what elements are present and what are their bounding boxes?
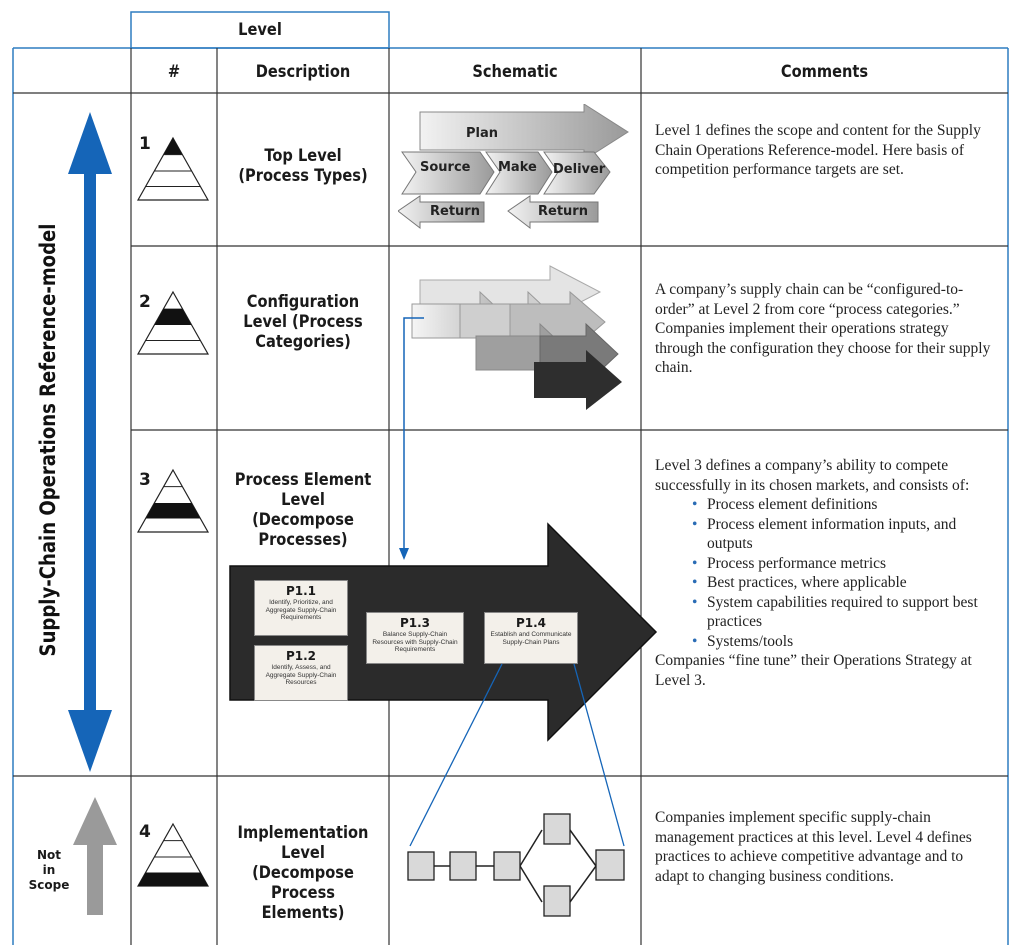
bullet-item: Process element definitions (655, 495, 995, 515)
row-4-number: 4 (139, 822, 151, 842)
row-3-description-line: (Decompose (252, 510, 354, 530)
not-in-scope-arrow (73, 797, 117, 915)
implementation-flow-diagram (407, 663, 625, 917)
row-4-comment: Companies implement specific supply-chai… (655, 809, 972, 885)
row-3-number: 3 (139, 470, 151, 490)
row-3-comment-outro: Companies “fine tune” their Operations S… (655, 652, 972, 689)
schematic-column-header: Schematic (472, 62, 558, 82)
scor-side-label: Supply-Chain Operations Reference-model (36, 223, 60, 657)
row-2-description-line: Configuration (246, 292, 360, 312)
row-4-description-line: Level (281, 843, 325, 863)
process-element-text: Identify, Assess, and Aggregate Supply-C… (265, 664, 337, 686)
row-4-description-line: Process (271, 883, 335, 903)
row-1-comment: Level 1 defines the scope and content fo… (655, 122, 981, 178)
process-element-id: P1.1 (285, 584, 317, 598)
row-2-description: Configuration Level (Process Categories) (229, 292, 377, 352)
process-element-p1-1: P1.1 Identify, Prioritize, and Aggregate… (254, 580, 348, 636)
pyramid-level-3-icon (136, 468, 210, 533)
pyramid-level-4-icon (136, 822, 210, 887)
row-3-description: Process Element Level (Decompose Process… (229, 470, 377, 550)
row-2-number: 2 (139, 292, 151, 312)
bullet-item: Process element information inputs, and … (655, 515, 995, 554)
process-element-p1-4: P1.4 Establish and Communicate Supply-Ch… (484, 612, 578, 664)
return-label-left: Return (430, 204, 480, 219)
process-element-id: P1.3 (399, 616, 431, 630)
bullet-item: Best practices, where applicable (655, 573, 995, 593)
level-2-configuration-arrows (411, 265, 622, 410)
process-element-text: Identify, Prioritize, and Aggregate Supp… (265, 599, 337, 621)
row-3-comment: Level 3 defines a company’s ability to c… (655, 456, 995, 690)
process-element-id: P1.4 (515, 616, 547, 630)
row-1-number: 1 (139, 134, 151, 154)
bullet-item: System capabilities required to support … (655, 593, 995, 632)
row-3-bullet-list: Process element definitions Process elem… (655, 495, 995, 651)
level-header: Level (238, 20, 282, 40)
process-element-p1-3: P1.3 Balance Supply-Chain Resources with… (366, 612, 464, 664)
row-1-description-line: Top Level (264, 146, 342, 166)
process-element-id: P1.2 (285, 649, 317, 663)
make-label: Make (498, 160, 537, 175)
bullet-item: Process performance metrics (655, 554, 995, 574)
number-column-header: # (167, 62, 181, 82)
row-1-description-line: (Process Types) (238, 166, 368, 186)
not-in-scope-line-1: Not (36, 848, 62, 862)
process-element-p1-2: P1.2 Identify, Assess, and Aggregate Sup… (254, 645, 348, 701)
plan-label: Plan (466, 126, 499, 141)
source-label: Source (420, 160, 471, 175)
pyramid-level-1-icon (136, 136, 210, 201)
row-3-description-line: Processes) (258, 530, 348, 550)
not-in-scope-label: Not in Scope (20, 848, 78, 893)
process-element-text: Balance Supply-Chain Resources with Supp… (372, 631, 458, 653)
row-4-description-line: (Decompose (252, 863, 354, 883)
level-1-process-arrows (398, 104, 629, 230)
row-3-description-line: Level (281, 490, 325, 510)
bullet-item: Systems/tools (655, 632, 995, 652)
process-element-text: Establish and Communicate Supply-Chain P… (490, 631, 572, 646)
comments-column-header: Comments (780, 62, 869, 82)
not-in-scope-line-3: Scope (28, 878, 70, 892)
row-3-comment-intro: Level 3 defines a company’s ability to c… (655, 457, 970, 494)
row-2-description-line: Level (Process (243, 312, 363, 332)
row-4-description: Implementation Level (Decompose Process … (229, 823, 377, 923)
row-4-description-line: Elements) (261, 903, 345, 923)
deliver-label: Deliver (553, 162, 606, 177)
row-2-description-line: Categories) (255, 332, 351, 352)
level-connector-line (399, 317, 424, 560)
row-4-description-line: Implementation (237, 823, 369, 843)
row-3-description-line: Process Element (234, 470, 372, 490)
row-1-description: Top Level (Process Types) (229, 146, 377, 186)
description-column-header: Description (255, 62, 351, 82)
pyramid-level-2-icon (136, 290, 210, 355)
scope-double-arrow (68, 112, 112, 772)
not-in-scope-line-2: in (42, 863, 56, 877)
row-2-comment: A company’s supply chain can be “configu… (655, 281, 991, 376)
return-label-right: Return (538, 204, 588, 219)
